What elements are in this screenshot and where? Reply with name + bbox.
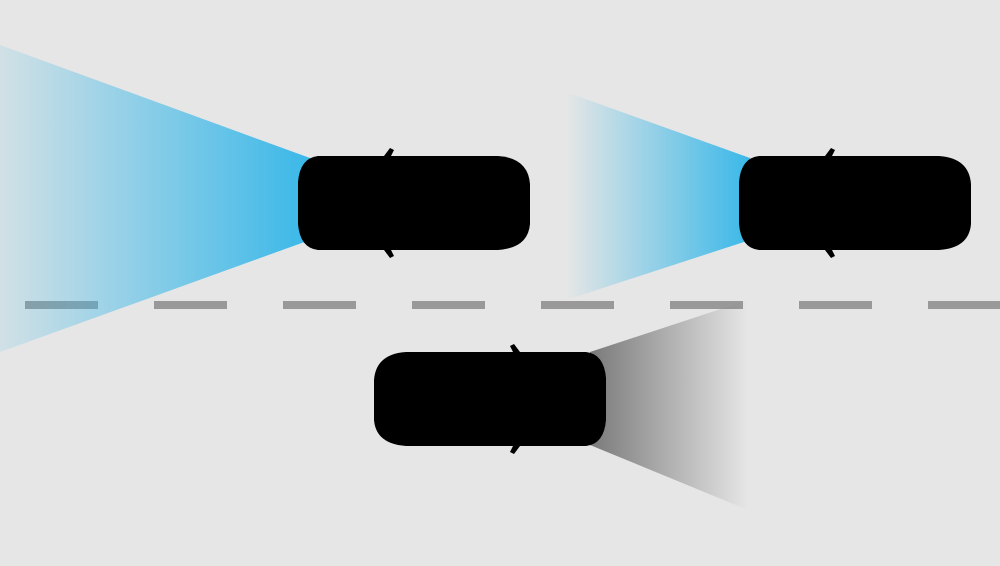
lane-dash xyxy=(928,301,1000,309)
headlight-beam-icon xyxy=(566,92,750,300)
lane-dash xyxy=(799,301,872,309)
lane-dash xyxy=(154,301,227,309)
lane-dash xyxy=(283,301,356,309)
lane-dash xyxy=(412,301,485,309)
headlight-beam-icon xyxy=(590,300,748,510)
lane-dash xyxy=(670,301,743,309)
lane-dash xyxy=(541,301,614,309)
car-top-view-icon xyxy=(298,148,530,258)
car-top-view-icon xyxy=(374,344,606,454)
car-top-view-icon xyxy=(739,148,971,258)
headlight-beam-icon xyxy=(0,45,310,352)
